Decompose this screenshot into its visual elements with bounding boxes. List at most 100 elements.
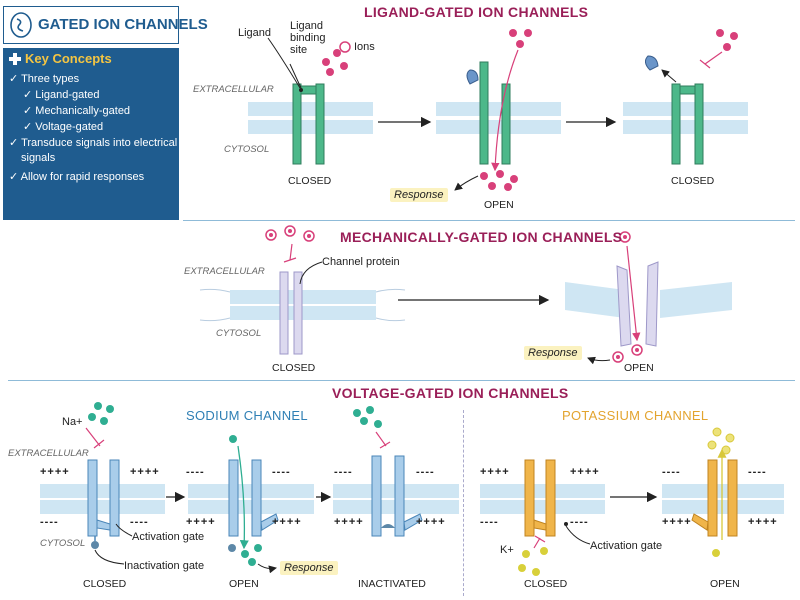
k-open-label: OPEN	[710, 578, 740, 590]
key-concept-item: ✓ Voltage-gated	[23, 120, 103, 133]
k-open-plus-left: ++++	[662, 516, 692, 528]
na-inact-plus-right: ++++	[416, 516, 446, 528]
k-closed-minus-right: ----	[570, 516, 589, 528]
binding-site-dot	[299, 88, 303, 92]
voltage-section-title: VOLTAGE-GATED ION CHANNELS	[332, 385, 569, 401]
channel-protein-label: Channel protein	[322, 256, 400, 268]
na-activation-pointer	[115, 523, 133, 537]
na-channel-inactivated	[371, 455, 423, 537]
na-closed-minus-left: ----	[40, 516, 59, 528]
mech-membrane-open	[565, 282, 732, 318]
k-ions-closed	[518, 547, 548, 576]
activation-gate-label-1: Activation gate	[132, 531, 205, 543]
check-icon: ✓	[23, 89, 36, 101]
ligand-response-label: Response	[390, 188, 448, 202]
mech-open-label: OPEN	[624, 362, 654, 374]
k-closed-plus-right: ++++	[570, 466, 600, 478]
mechanical-section-title: MECHANICALLY-GATED ION CHANNELS	[340, 229, 623, 245]
k-label: K+	[500, 544, 514, 556]
na-inactivation-pointer	[94, 549, 125, 565]
mech-channel-closed	[279, 271, 303, 355]
check-icon: ✓	[9, 137, 22, 149]
divider-voltage-vertical	[463, 410, 464, 596]
k-membrane-1	[480, 484, 605, 514]
k-open-plus-right: ++++	[748, 516, 778, 528]
mech-ions-open-bottom	[612, 344, 643, 363]
logo-icon	[10, 12, 32, 38]
ligand-open-label: OPEN	[484, 199, 514, 211]
na-closed-plus-left: ++++	[40, 466, 70, 478]
inactivation-gate-label: Inactivation gate	[124, 560, 205, 572]
key-concept-text: Three types	[21, 73, 80, 85]
k-closed-label: CLOSED	[524, 578, 568, 590]
ions-legend-icon	[339, 41, 351, 53]
k-activation-dot	[564, 522, 568, 526]
key-concepts-heading: Key Concepts	[25, 51, 112, 66]
mech-cytosol-label: CYTOSOL	[216, 328, 262, 339]
divider-mechanical	[8, 380, 795, 381]
ligand-closed-label-2: CLOSED	[671, 175, 715, 187]
na-block-mark	[85, 427, 105, 449]
binding-site-label-2: binding	[290, 32, 326, 44]
k-closed-plus-left: ++++	[480, 466, 510, 478]
mech-extracellular-label: EXTRACELLULAR	[184, 266, 265, 277]
mech-ions-closed	[265, 225, 315, 242]
na-channel-closed	[87, 459, 120, 549]
key-concept-item: ✓ Ligand-gated	[23, 88, 100, 101]
ligand-release-arrow	[661, 69, 677, 83]
ligand-response-arrow	[454, 175, 479, 191]
binding-site-label-1: Ligand	[290, 20, 324, 32]
ligand-closed-label-1: CLOSED	[288, 175, 332, 187]
ligand-cytosol-label: CYTOSOL	[224, 144, 270, 155]
na-open-plus-right: ++++	[272, 516, 302, 528]
ligand-ion-flow-arrow	[491, 49, 519, 172]
title-box: GATED ION CHANNELS	[3, 6, 208, 44]
ligand-bound-icon	[466, 69, 479, 85]
na-response-label: Response	[280, 561, 338, 575]
check-icon: ✓	[9, 171, 21, 183]
ligand-channel-open	[479, 61, 511, 165]
na-membrane-1	[40, 484, 165, 514]
key-concept-item: ✓ Three types	[9, 72, 79, 85]
na-open-minus-right: ----	[272, 466, 291, 478]
voltage-cytosol-label: CYTOSOL	[40, 538, 86, 549]
ligand-membrane-3	[623, 102, 748, 134]
mech-channel-open	[616, 261, 659, 347]
k-closed-minus-left: ----	[480, 516, 499, 528]
key-concepts-panel: GATED ION CHANNELS Key Concepts ✓ Three …	[3, 6, 208, 220]
ligand-membrane-1	[248, 102, 373, 134]
ligand-ions-open-top	[509, 29, 532, 48]
key-concept-text: Ligand-gated	[35, 89, 100, 101]
key-concept-item: ✓ Transduce signals into electrical	[9, 136, 177, 149]
key-concept-text: Mechanically-gated	[35, 105, 131, 117]
ligand-label: Ligand	[238, 27, 272, 39]
na-closed-plus-right: ++++	[130, 466, 160, 478]
na-ions-open-bottom	[241, 544, 262, 566]
ligand-ions-1	[322, 49, 348, 76]
potassium-channel-title: POTASSIUM CHANNEL	[562, 408, 709, 423]
key-concept-item: ✓ Allow for rapid responses	[9, 170, 144, 183]
voltage-extracellular-label: EXTRACELLULAR	[8, 448, 89, 459]
ligand-ions-closed-2	[716, 29, 738, 51]
divider-ligand	[183, 220, 795, 221]
concepts-box: Key Concepts ✓ Three types ✓ Ligand-gated…	[3, 48, 179, 220]
key-concept-text: signals	[21, 152, 56, 164]
na-channel-open	[228, 459, 279, 552]
key-concept-item: ✓ Mechanically-gated	[23, 104, 130, 117]
na-ions-inactivated	[353, 406, 382, 428]
key-concept-text: Transduce signals into electrical	[21, 137, 178, 149]
k-block-mark	[533, 535, 546, 549]
check-icon: ✓	[23, 105, 36, 117]
activation-gate-label-2: Activation gate	[590, 540, 663, 552]
k-channel-open	[691, 459, 738, 537]
na-inactivated-label: INACTIVATED	[358, 578, 426, 590]
binding-site-label-3: site	[290, 44, 308, 56]
k-open-minus-right: ----	[748, 466, 767, 478]
binding-site-pointer	[289, 63, 302, 89]
ligand-block-mark	[699, 51, 723, 69]
k-open-minus-left: ----	[662, 466, 681, 478]
ligand-released-icon	[644, 55, 659, 71]
plus-icon	[9, 53, 21, 65]
k-channel-closed	[524, 459, 556, 537]
key-concept-item: signals	[21, 152, 55, 164]
